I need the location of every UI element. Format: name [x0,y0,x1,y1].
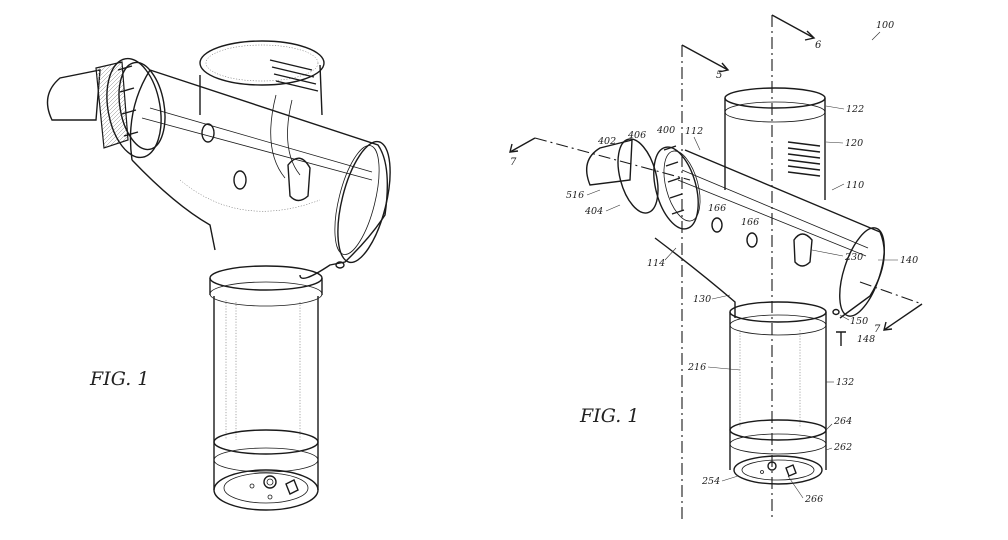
left-main-body [129,69,391,279]
ref-110: 110 [846,180,864,191]
ref-166-b: 166 [741,217,759,228]
ref-216: 216 [687,362,706,373]
ref-404: 404 [584,206,603,217]
section-lines [509,14,923,520]
section-mark-5: 5 [716,70,722,81]
ref-130: 130 [693,294,711,305]
right-main-body [654,149,885,319]
left-head-attachment [46,57,166,159]
ref-150: 150 [850,316,868,327]
right-massage-gun-drawing: 100 5 6 7 7 122 120 110 112 400 406 402 … [509,14,923,520]
ref-112: 112 [685,126,703,137]
ref-132: 132 [836,377,854,388]
ref-148: 148 [857,334,875,345]
ref-254: 254 [701,476,720,487]
ref-122: 122 [846,104,864,115]
ref-120: 120 [845,138,863,149]
ref-402: 402 [597,136,616,147]
right-motor-housing [724,87,826,200]
ref-140: 140 [900,255,918,266]
left-motor-housing [199,40,325,179]
ref-230: 230 [844,252,863,263]
ref-114: 114 [647,258,665,269]
right-head-attachment [586,138,701,230]
left-handle [209,265,323,511]
ref-406: 406 [627,130,646,141]
right-handle [729,301,827,485]
section-mark-7-right: 7 [874,324,881,335]
section-mark-7-left: 7 [510,157,517,168]
section-mark-6: 6 [815,40,822,51]
ref-166-a: 166 [708,203,726,214]
reference-numerals: 122 120 110 112 400 406 402 516 404 166 … [566,104,918,505]
ref-100: 100 [876,20,894,31]
right-figure-caption: FIG. 1 [579,405,639,427]
ref-262: 262 [833,442,852,453]
ref-264: 264 [833,416,852,427]
left-massage-gun-drawing: FIG. 1 [46,40,391,511]
ref-516: 516 [566,190,584,201]
screw-148 [836,331,846,346]
left-figure-caption: FIG. 1 [89,368,149,390]
ref-400: 400 [656,125,675,136]
ref-266: 266 [804,494,823,505]
